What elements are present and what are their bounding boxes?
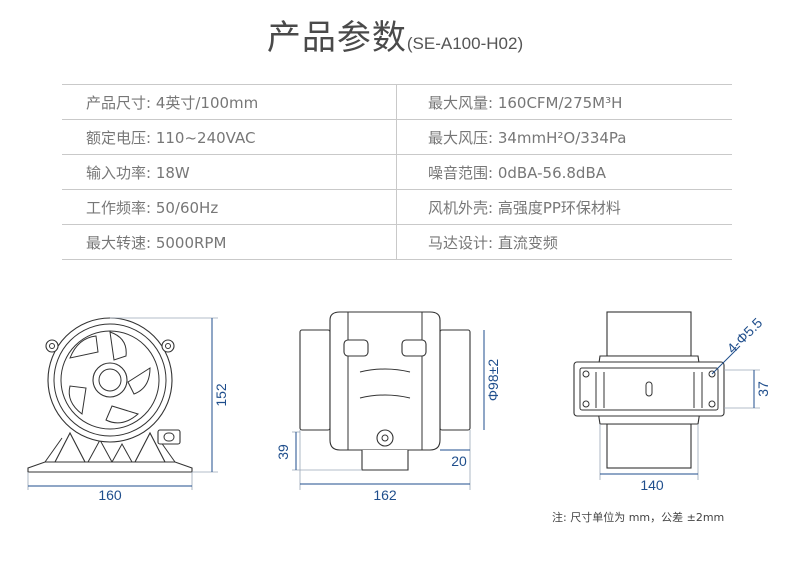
front-width-label: 160: [98, 487, 122, 503]
front-height-label: 152: [213, 383, 229, 407]
title-model: (SE-A100-H02): [406, 34, 524, 53]
units-note: 注: 尺寸单位为 mm，公差 ±2mm: [552, 511, 725, 524]
spec-cell: 工作频率: 50/60Hz: [62, 189, 397, 225]
spec-cell: 最大转速: 5000RPM: [62, 224, 397, 260]
side-view-drawing: [299, 311, 471, 471]
top-holes-label: 4-Φ5.5: [724, 314, 766, 356]
spec-row: 输入功率: 18W 噪音范围: 0dBA-56.8dBA: [62, 154, 732, 190]
spec-cell: 最大风压: 34mmH²O/334Pa: [396, 119, 732, 155]
spec-row: 最大转速: 5000RPM 马达设计: 直流变频: [62, 224, 732, 260]
spec-cell: 最大风量: 160CFM/275M³H: [396, 84, 732, 120]
side-tab-label: 20: [451, 453, 467, 469]
top-view-drawing: [573, 311, 725, 469]
spec-table: 产品尺寸: 4英寸/100mm 最大风量: 160CFM/275M³H 额定电压…: [62, 84, 732, 260]
spec-cell: 噪音范围: 0dBA-56.8dBA: [396, 154, 732, 190]
top-height-label: 37: [755, 381, 771, 397]
spec-cell: 风机外壳: 高强度PP环保材料: [396, 189, 732, 225]
top-width-label: 140: [640, 477, 664, 493]
spec-cell: 马达设计: 直流变频: [396, 224, 732, 260]
spec-cell: 输入功率: 18W: [62, 154, 397, 190]
spec-cell: 产品尺寸: 4英寸/100mm: [62, 84, 397, 120]
side-dimensions: 162 Φ98±2 39 20: [275, 330, 501, 503]
side-diameter-label: Φ98±2: [485, 359, 501, 401]
spec-row: 工作频率: 50/60Hz 风机外壳: 高强度PP环保材料: [62, 189, 732, 225]
spec-row: 额定电压: 110~240VAC 最大风压: 34mmH²O/334Pa: [62, 119, 732, 155]
spec-cell: 额定电压: 110~240VAC: [62, 119, 397, 155]
side-base-height-label: 39: [275, 444, 291, 460]
page-title: 产品参数(SE-A100-H02): [0, 10, 790, 59]
spec-row: 产品尺寸: 4英寸/100mm 最大风量: 160CFM/275M³H: [62, 84, 732, 120]
title-main: 产品参数: [266, 18, 407, 58]
front-dimensions: 160 152: [27, 317, 229, 503]
side-length-label: 162: [373, 487, 397, 503]
front-view-drawing: [27, 317, 193, 473]
